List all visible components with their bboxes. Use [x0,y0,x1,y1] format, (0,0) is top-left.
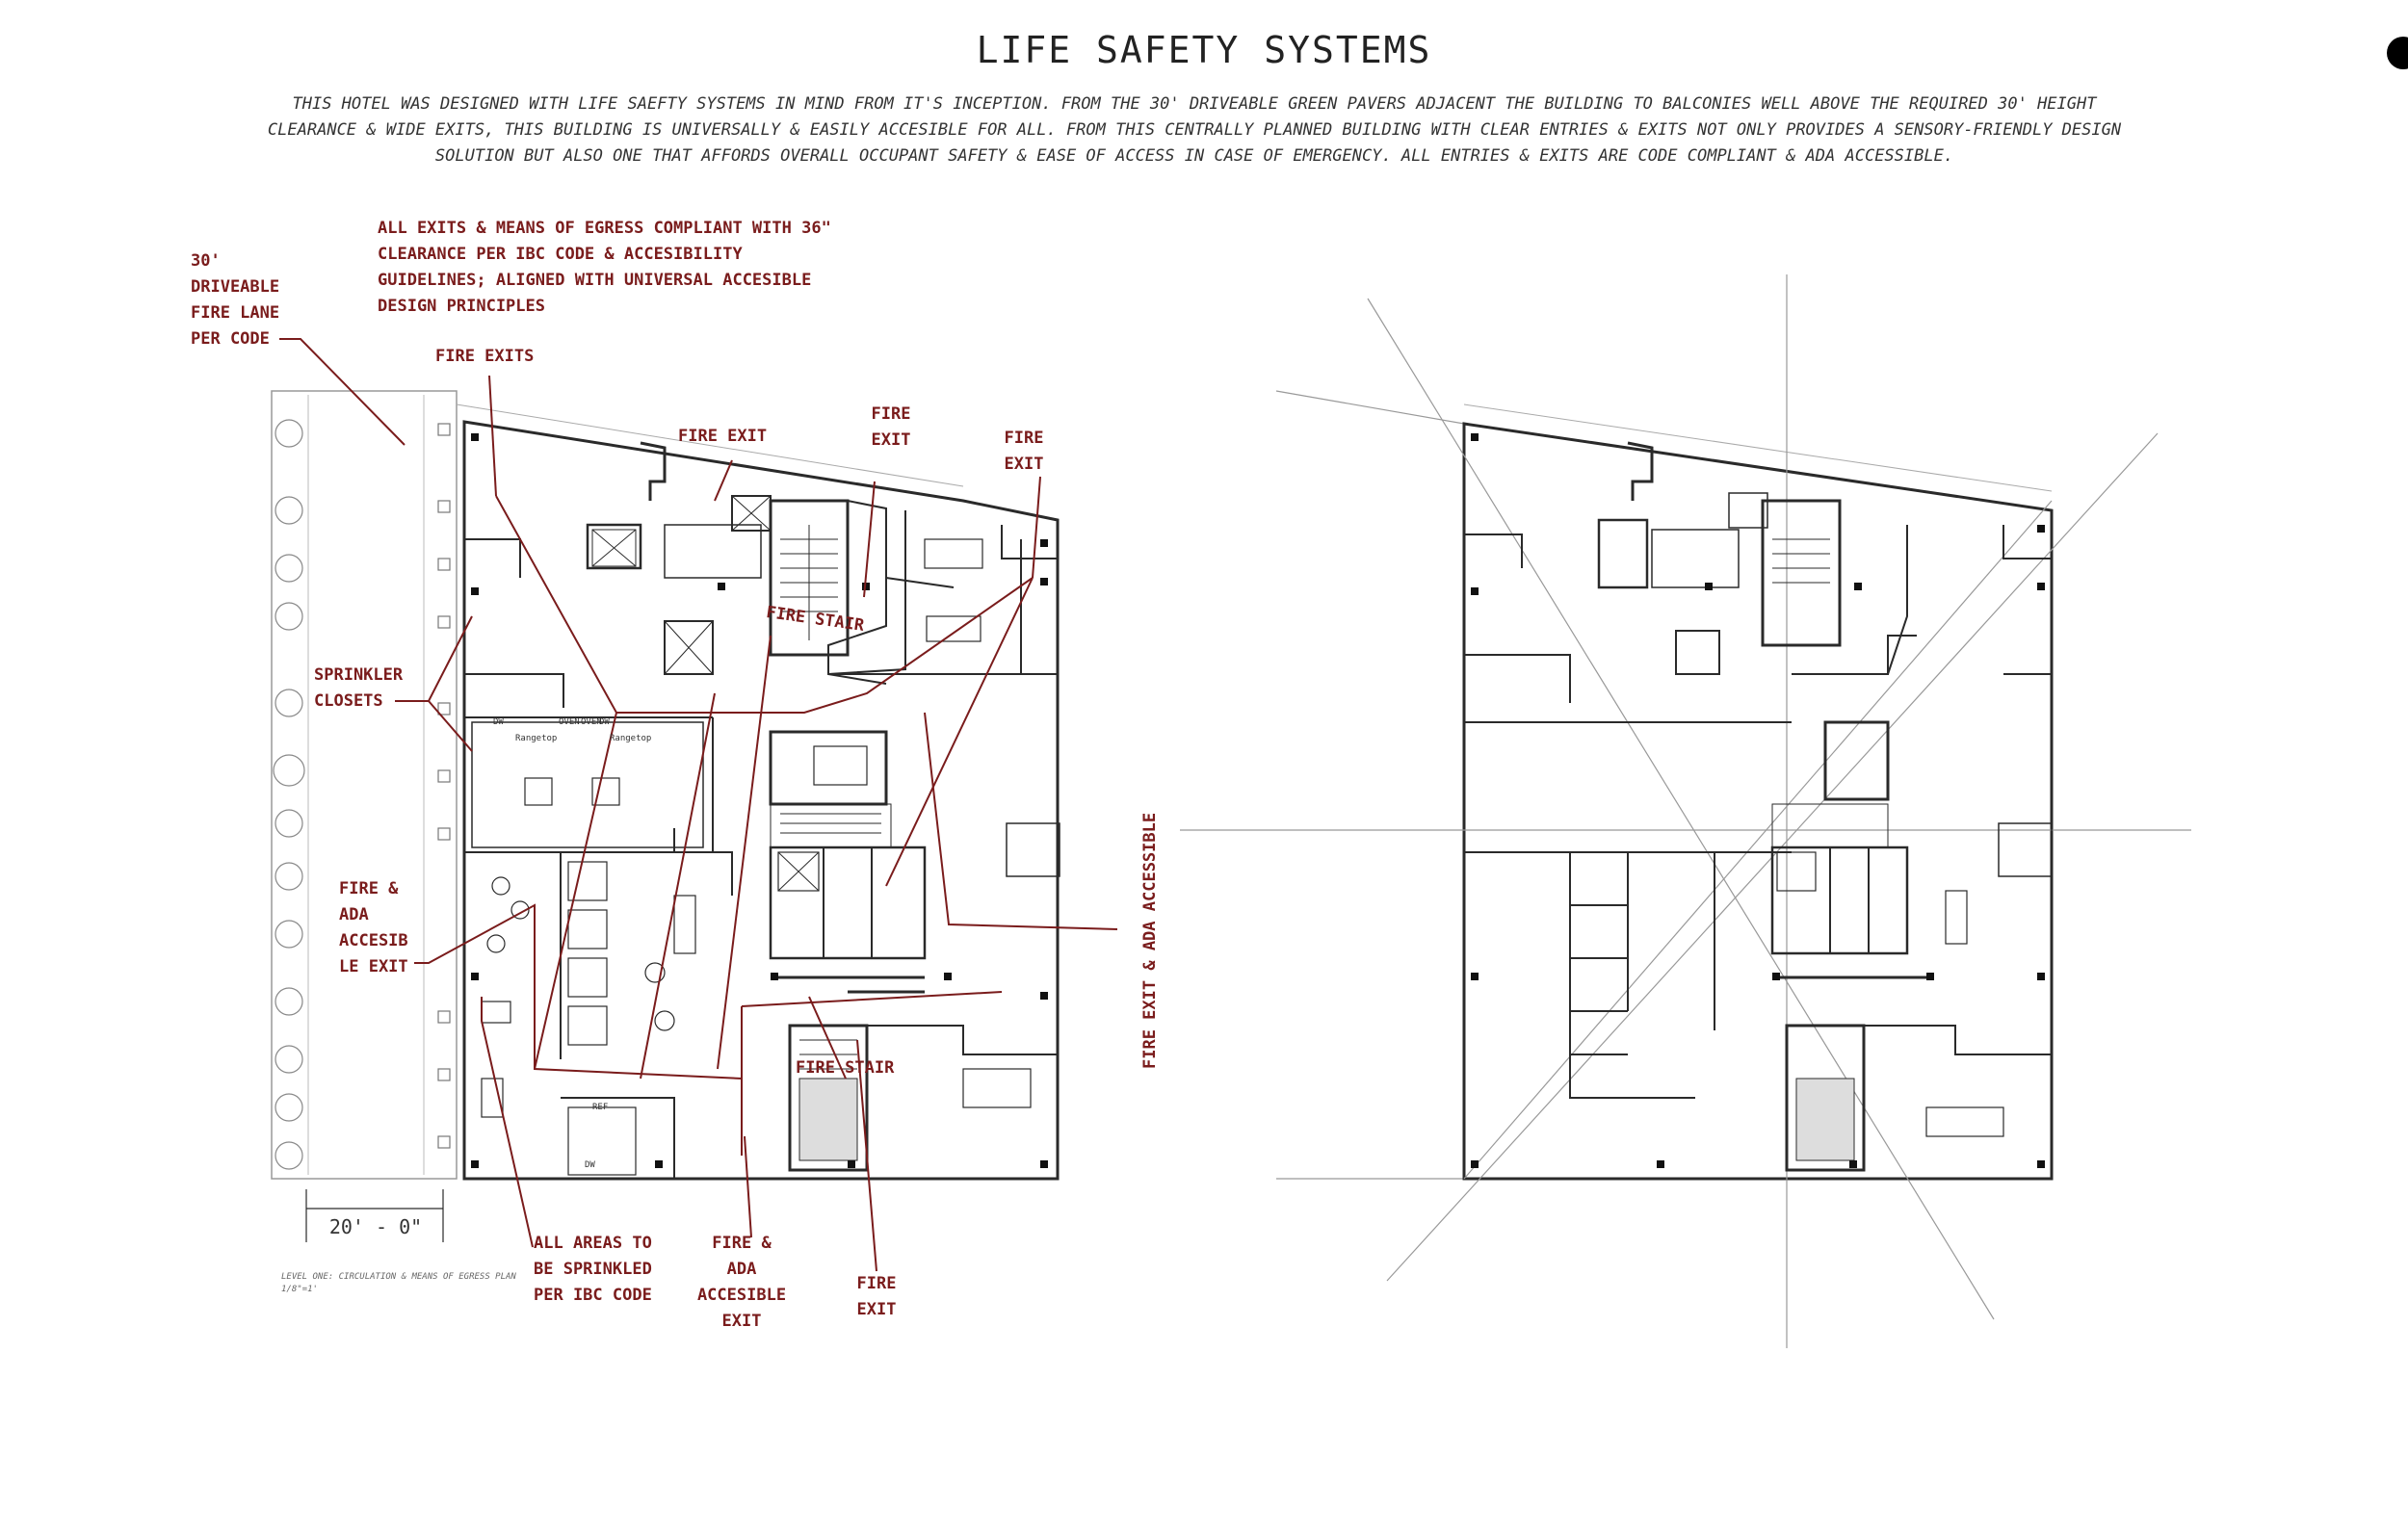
rangetop-label-2: Rangetop [610,734,652,743]
fire-stair-lower-label: FIRE STAIR [796,1058,895,1078]
sheet-marker-dot [2387,37,2408,69]
dw-label: DW [585,1160,595,1170]
intro-paragraph: THIS HOTEL WAS DESIGNED WITH LIFE SAEFTY… [267,94,2122,166]
annotation-leaders [279,338,1118,1272]
left-floor-plan [271,390,1060,1181]
tree-row [273,419,305,1170]
fire-exit-ada-east-label: FIRE EXIT & ADA ACCESSIBLE [1140,812,1160,1069]
fire-exit-label-b: FIRE EXIT [871,404,911,450]
dimension-label: 20' - 0" [328,1215,423,1238]
building-outline [462,420,1060,1181]
fire-exit-label-c: FIRE EXIT [1004,429,1044,474]
sprinkler-closets-label: SPRINKLER CLOSETS [314,665,404,711]
sheet-title: LIFE SAFETY SYSTEMS [976,29,1432,71]
fire-lane-strip [271,390,458,1180]
fire-exit-label-a: FIRE EXIT [678,427,768,446]
rangetop-label: Rangetop [515,734,558,743]
kitchen-dw-label-2: DW [599,717,610,727]
plan-caption: LEVEL ONE: CIRCULATION & MEANS OF EGRESS… [281,1272,516,1294]
dimension-line [305,1189,444,1242]
kitchen-dw-label: DW [493,717,504,727]
fire-lane-note: 30' DRIVEABLE FIRE LANE PER CODE [191,251,280,349]
ref-label: REF [592,1103,609,1112]
fire-ada-west-exit-label: FIRE & ADA ACCESIB LE EXIT [339,879,408,976]
radial-guides [1180,274,2191,1348]
kitchen-oven-label: OVEN [559,717,580,727]
egress-compliance-note: ALL EXITS & MEANS OF EGRESS COMPLIANT WI… [378,219,831,316]
building-outline-right [1462,422,2054,1181]
right-floor-plan [1180,274,2191,1348]
sprinkled-areas-note: ALL AREAS TO BE SPRINKLED PER IBC CODE [534,1234,652,1305]
fire-ada-south-exit-label: FIRE & ADA ACCESIBLE EXIT [696,1234,787,1331]
fire-exit-south-label: FIRE EXIT [856,1274,897,1319]
fire-exits-label: FIRE EXITS [435,347,535,366]
kitchen-oven-label-2: OVEN [581,717,602,727]
